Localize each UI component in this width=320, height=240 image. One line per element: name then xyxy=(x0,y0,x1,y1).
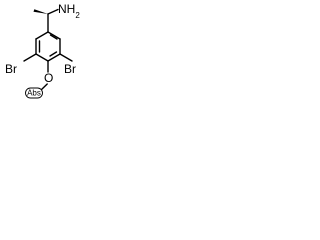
bond-ring-br-right xyxy=(59,53,73,62)
ring-bond-top-right xyxy=(47,31,61,40)
molecule-structure: NH2 Br Br O Abs xyxy=(5,2,80,99)
ring-double-bond-2 xyxy=(49,51,58,57)
amine-subscript: 2 xyxy=(75,11,80,20)
ring-bond-top-left xyxy=(35,31,49,40)
bromo-right-label: Br xyxy=(64,62,76,76)
ring-bond-bottom-left xyxy=(35,53,49,62)
ring-double-bond-1 xyxy=(49,34,58,40)
stereo-flag-box xyxy=(25,87,43,99)
amine-label: NH2 xyxy=(58,2,80,20)
stereo-flag: Abs xyxy=(25,87,43,99)
ring-bond-bottom-right xyxy=(47,53,61,62)
stereo-flag-label: Abs xyxy=(27,89,41,98)
oxygen-label: O xyxy=(44,71,53,85)
bond-c-n xyxy=(47,8,59,15)
bromo-left-label: Br xyxy=(5,62,17,76)
stereo-wedge-bond xyxy=(33,9,48,14)
bond-ring-br-left xyxy=(23,53,37,62)
